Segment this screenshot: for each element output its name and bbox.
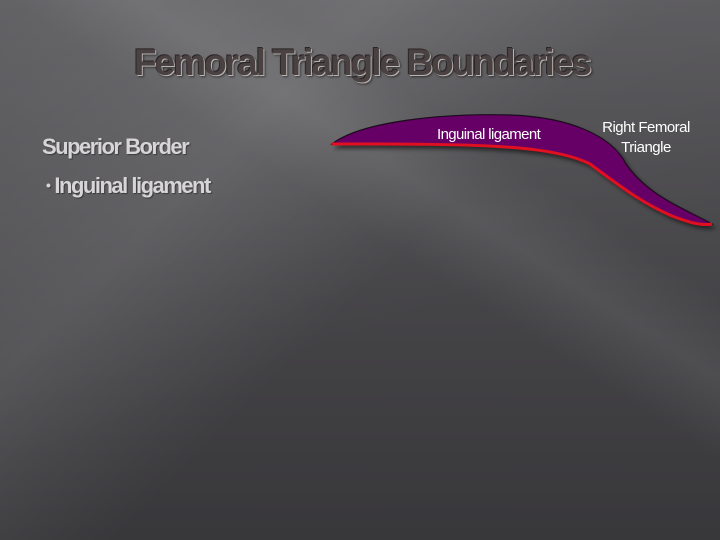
ligament-label: Inguinal ligament [437, 126, 541, 143]
slide-title: Femoral Triangle Boundaries [134, 42, 592, 83]
region-label: Right Femoral Triangle [588, 118, 704, 158]
inguinal-ligament-diagram [330, 114, 714, 226]
bullet-item: •Inguinal ligament [46, 173, 211, 199]
region-label-line1: Right Femoral [602, 119, 690, 136]
inguinal-ligament-border [331, 142, 713, 226]
section-heading: Superior Border [42, 134, 190, 159]
bullet-text: Inguinal ligament [54, 173, 211, 198]
bullet-icon: • [46, 177, 51, 193]
region-label-line2: Triangle [621, 139, 671, 156]
